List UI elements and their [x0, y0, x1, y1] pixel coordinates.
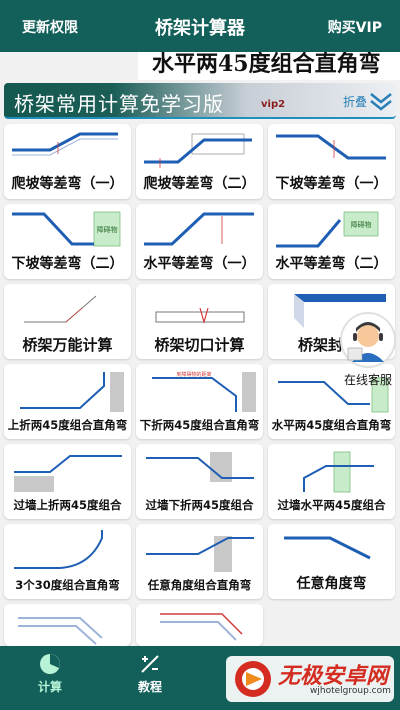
three-30-bend-diagram	[14, 530, 103, 569]
tab-tutorial-label: 教程	[137, 680, 162, 694]
tile-label: 水平两45度组合直角弯	[271, 418, 392, 432]
tile-descend-diff-bend-2[interactable]: 障碍物 下坡等差弯（二）	[4, 204, 131, 279]
tile-label: 任意角度弯	[296, 576, 367, 592]
pie-chart-icon	[40, 654, 60, 674]
top-bar: 更新权限 桥架计算器 购买VIP	[0, 0, 400, 52]
tile-label: 过墙水平两45度组合	[277, 498, 386, 512]
tile-label: 水平等差弯（二）	[275, 256, 388, 272]
horizontal-bend-diagram: 障碍物	[276, 211, 379, 248]
any-angle-bend-diagram	[146, 536, 254, 572]
tile-wall-horizontal-two-45[interactable]: 过墙水平两45度组合	[268, 444, 395, 519]
obstacle-text: 障碍物	[97, 225, 118, 234]
tile-label: 任意角度组合直角弯	[147, 578, 252, 592]
cut-calc-diagram	[155, 307, 245, 325]
tile-label: 桥架万能计算	[22, 336, 113, 354]
horizontal-bend-diagram	[144, 212, 254, 246]
tile-label: 上折两45度组合直角弯	[7, 418, 128, 432]
tile-horizontal-two-45-right-bend[interactable]: 水平两45度组合直角弯	[268, 364, 395, 439]
obstacle-text: 障碍物	[351, 220, 372, 229]
tile-wall-up-two-45[interactable]: 过墙上折两45度组合	[4, 444, 131, 519]
tile-label: 爬坡等差弯（一）	[11, 176, 124, 192]
scrolling-notice: 水平两45度组合直角弯	[138, 52, 400, 80]
customer-service-label[interactable]: 在线客服	[344, 373, 393, 387]
descend-bend-diagram: 障碍物	[12, 211, 121, 247]
double-chevron-down-icon[interactable]	[368, 91, 394, 111]
tile-climb-diff-bend-1[interactable]: 爬坡等差弯（一）	[4, 124, 131, 199]
tile-universal-calc[interactable]: 桥架万能计算	[4, 284, 131, 359]
section-banner: 桥架常用计算免学习版 vip2 折叠	[4, 83, 396, 119]
tab-tutorial[interactable]: 教程	[100, 646, 200, 710]
tile-label: 下坡等差弯（二）	[11, 256, 124, 272]
tile-label: 下坡等差弯（一）	[275, 176, 388, 192]
brand-logo-icon	[235, 661, 271, 697]
agent-avatar-icon	[347, 322, 384, 362]
tile-descend-diff-bend-1[interactable]: 下坡等差弯（一）	[268, 124, 395, 199]
multi-bend-diagram	[160, 613, 243, 641]
multi-bend-diagram	[18, 617, 103, 645]
tile-any-angle-bend[interactable]: 任意角度弯	[268, 524, 395, 599]
wall-horizontal-45-diagram	[303, 451, 374, 493]
banner-title: 桥架常用计算免学习版	[14, 92, 224, 116]
tile-label: 3个30度组合直角弯	[15, 578, 120, 592]
descend-bend-diagram	[276, 134, 386, 160]
tile-down-two-45-right-bend[interactable]: 到障碍物的距离 下折两45度组合直角弯	[136, 364, 263, 439]
update-permission-button[interactable]: 更新权限	[22, 20, 78, 36]
tray-cap-diagram	[294, 294, 386, 328]
tile-label: 过墙上折两45度组合	[13, 498, 122, 512]
tile-multi-bend-1[interactable]	[4, 604, 131, 646]
up-45-bend-diagram	[20, 372, 124, 412]
to-obstacle-text: 到障碍物的距离	[176, 371, 211, 378]
climb-bend-diagram	[12, 132, 118, 156]
universal-calc-diagram	[24, 295, 97, 323]
tile-up-two-45-right-bend[interactable]: 上折两45度组合直角弯	[4, 364, 131, 439]
tile-label: 桥架切口计算	[154, 336, 245, 354]
fold-button[interactable]: 折叠	[343, 95, 368, 109]
customer-service-button[interactable]	[340, 312, 396, 368]
watermark-brand: 无极安卓网	[278, 664, 389, 689]
scrolling-notice-text: 水平两45度组合直角弯	[152, 52, 381, 77]
horizontal-45-bend-diagram	[278, 377, 389, 413]
tile-label: 过墙下折两45度组合	[145, 498, 254, 512]
watermark: 无极安卓网 wjhotelgroup.com	[226, 656, 394, 702]
watermark-url: wjhotelgroup.com	[310, 686, 391, 696]
tile-horizontal-diff-bend-1[interactable]: 水平等差弯（一）	[136, 204, 263, 279]
tile-cut-calc[interactable]: 桥架切口计算	[136, 284, 263, 359]
tile-label: 水平等差弯（一）	[143, 256, 256, 272]
any-angle-diagram	[284, 536, 371, 560]
tile-climb-diff-bend-2[interactable]: 爬坡等差弯（二）	[136, 124, 263, 199]
version-badge: vip2	[261, 99, 286, 110]
tile-label: 爬坡等差弯（二）	[143, 176, 256, 192]
tab-calculate[interactable]: 计算	[0, 646, 100, 710]
plus-minus-icon	[141, 655, 159, 673]
tile-horizontal-diff-bend-2[interactable]: 障碍物 水平等差弯（二）	[268, 204, 395, 279]
buy-vip-button[interactable]: 购买VIP	[327, 20, 382, 36]
down-45-bend-diagram: 到障碍物的距离	[152, 371, 256, 412]
tile-multi-bend-2[interactable]	[136, 604, 263, 646]
tile-three-30-right-bend[interactable]: 3个30度组合直角弯	[4, 524, 131, 599]
wall-down-45-diagram	[146, 452, 254, 482]
tab-calculate-label: 计算	[37, 680, 62, 694]
tile-label: 桥架封	[298, 336, 344, 354]
app-title: 桥架计算器	[155, 18, 245, 39]
wall-up-45-diagram	[14, 455, 122, 492]
tile-any-angle-right-bend[interactable]: 任意角度组合直角弯	[136, 524, 263, 599]
tile-wall-down-two-45[interactable]: 过墙下折两45度组合	[136, 444, 263, 519]
tile-label: 下折两45度组合直角弯	[139, 418, 260, 432]
climb-bend-diagram	[144, 133, 252, 168]
